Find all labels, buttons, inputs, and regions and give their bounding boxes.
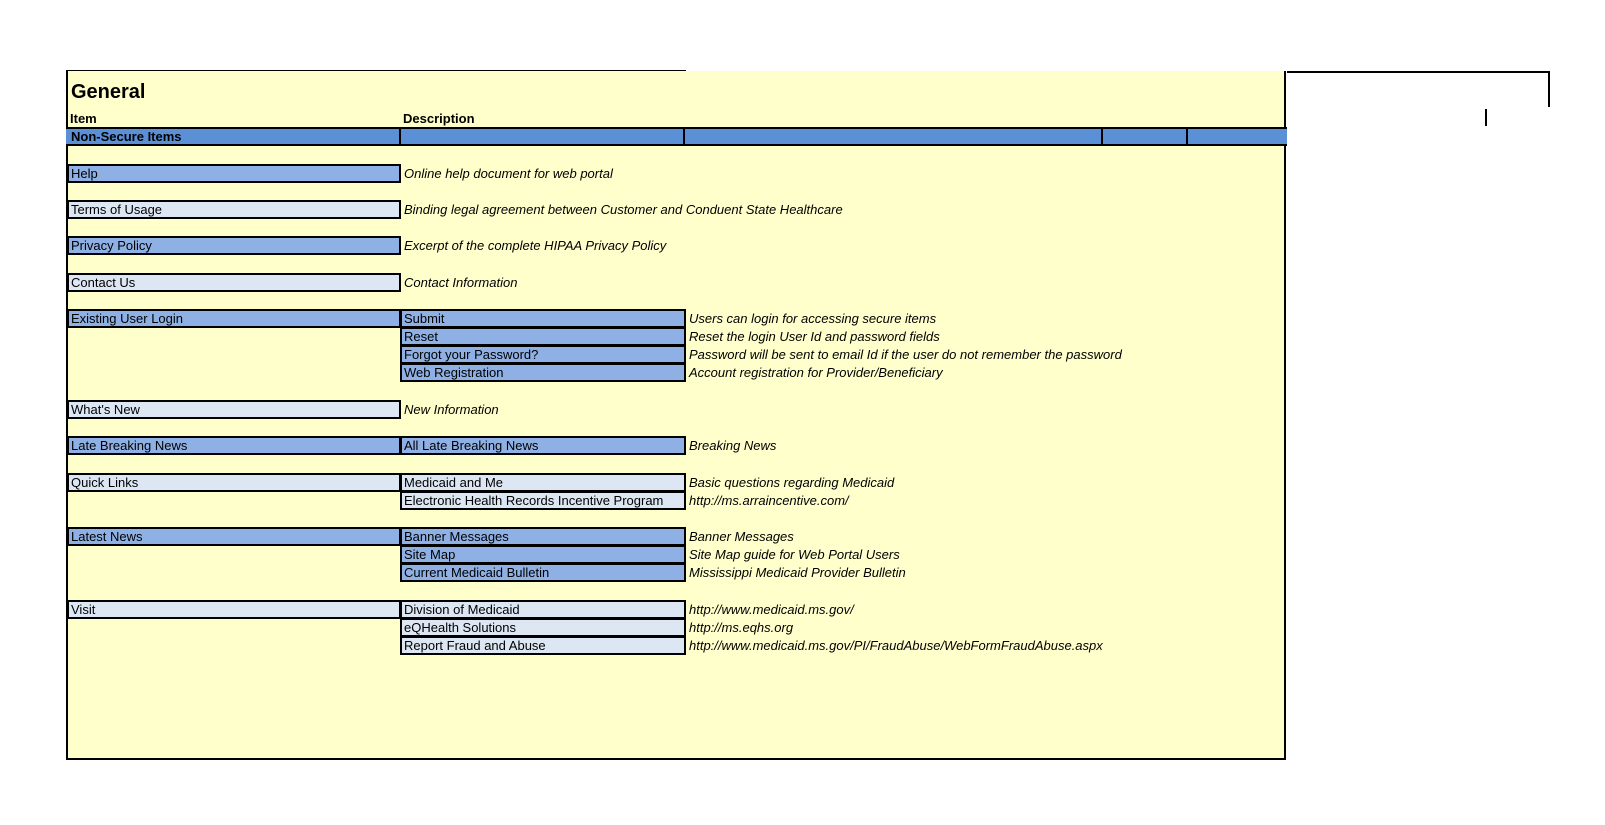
- help-link[interactable]: Help: [67, 164, 401, 183]
- report-fraud-url: http://www.medicaid.ms.gov/PI/FraudAbuse…: [689, 638, 1103, 653]
- text-cursor: [1485, 109, 1487, 126]
- terms-description: Binding legal agreement between Customer…: [404, 202, 843, 217]
- eqhealth-solutions-url: http://ms.eqhs.org: [689, 620, 794, 635]
- late-breaking-news-item[interactable]: Late Breaking News: [67, 436, 401, 455]
- all-late-breaking-news-link[interactable]: All Late Breaking News: [400, 436, 686, 455]
- right-frame: [1287, 71, 1550, 107]
- submit-description: Users can login for accessing secure ite…: [689, 311, 937, 326]
- bulletin-description: Mississippi Medicaid Provider Bulletin: [689, 565, 906, 580]
- current-medicaid-bulletin-link[interactable]: Current Medicaid Bulletin: [400, 563, 686, 582]
- privacy-policy-link[interactable]: Privacy Policy: [67, 236, 401, 255]
- forgot-password-description: Password will be sent to email Id if the…: [689, 347, 1122, 362]
- division-of-medicaid-url: http://www.medicaid.ms.gov/: [689, 602, 854, 617]
- banner-messages-description: Banner Messages: [689, 529, 794, 544]
- ehr-incentive-description: http://ms.arraincentive.com/: [689, 493, 849, 508]
- submit-link[interactable]: Submit: [400, 309, 686, 328]
- contact-description: Contact Information: [404, 275, 518, 290]
- web-registration-link[interactable]: Web Registration: [400, 363, 686, 382]
- banner-messages-link[interactable]: Banner Messages: [400, 527, 686, 546]
- report-fraud-and-abuse-link[interactable]: Report Fraud and Abuse: [400, 636, 686, 655]
- item-column-header: Item: [70, 111, 97, 126]
- terms-of-usage-link[interactable]: Terms of Usage: [67, 200, 401, 219]
- web-registration-description: Account registration for Provider/Benefi…: [689, 365, 943, 380]
- reset-description: Reset the login User Id and password fie…: [689, 329, 940, 344]
- page-title: General: [71, 81, 146, 103]
- section-label: Non-Secure Items: [71, 129, 182, 144]
- medicaid-and-me-link[interactable]: Medicaid and Me: [400, 473, 686, 492]
- quick-links-item[interactable]: Quick Links: [67, 473, 401, 492]
- latest-news-item[interactable]: Latest News: [67, 527, 401, 546]
- ehr-incentive-program-link[interactable]: Electronic Health Records Incentive Prog…: [400, 491, 686, 510]
- whats-new-description: New Information: [404, 402, 499, 417]
- visit-item[interactable]: Visit: [67, 600, 401, 619]
- whats-new-link[interactable]: What's New: [67, 400, 401, 419]
- forgot-password-link[interactable]: Forgot your Password?: [400, 345, 686, 364]
- medicaid-and-me-description: Basic questions regarding Medicaid: [689, 475, 895, 490]
- site-map-link[interactable]: Site Map: [400, 545, 686, 564]
- breaking-news-description: Breaking News: [689, 438, 777, 453]
- division-of-medicaid-link[interactable]: Division of Medicaid: [400, 600, 686, 619]
- privacy-description: Excerpt of the complete HIPAA Privacy Po…: [404, 238, 667, 253]
- site-map-description: Site Map guide for Web Portal Users: [689, 547, 900, 562]
- contact-us-link[interactable]: Contact Us: [67, 273, 401, 292]
- description-column-header: Description: [403, 111, 475, 126]
- reset-link[interactable]: Reset: [400, 327, 686, 346]
- eqhealth-solutions-link[interactable]: eQHealth Solutions: [400, 618, 686, 637]
- section-band: [66, 127, 1287, 146]
- existing-user-login-item[interactable]: Existing User Login: [67, 309, 401, 328]
- help-description: Online help document for web portal: [404, 166, 613, 181]
